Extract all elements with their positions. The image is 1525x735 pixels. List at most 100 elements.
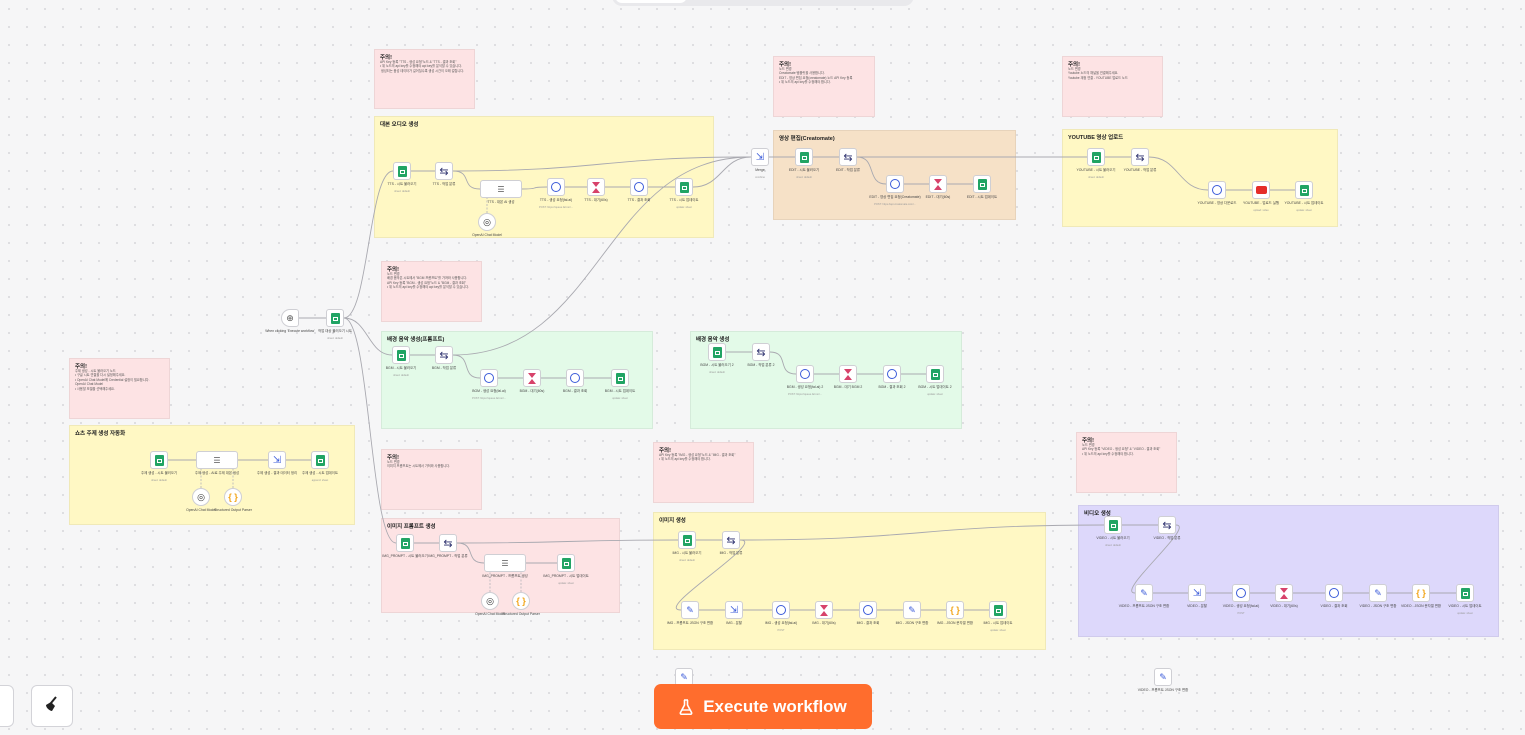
node-v1[interactable] xyxy=(1104,516,1122,534)
node-v8[interactable]: ✎ xyxy=(1369,584,1387,602)
execute-workflow-button[interactable]: Execute workflow xyxy=(654,684,872,729)
node-yt2[interactable]: ⇆ xyxy=(1131,148,1149,166)
node-v2[interactable]: ⇆ xyxy=(1158,516,1176,534)
node-tts4[interactable] xyxy=(547,178,565,196)
node-sh1[interactable] xyxy=(150,451,168,469)
node-label: IMG - 시트 업데이트 xyxy=(983,621,1013,625)
node-ip2[interactable]: ⇆ xyxy=(439,534,457,552)
node-bgmb1[interactable] xyxy=(708,343,726,361)
node-bgm1[interactable] xyxy=(392,346,410,364)
sticky-note-img-prompt[interactable]: 주의!노드 변경 이미지 프롬프트는 시트에서 가져와 사용합니다. xyxy=(381,449,482,510)
node-tts7[interactable] xyxy=(675,178,693,196)
http-request-icon xyxy=(634,182,644,192)
node-tts6[interactable] xyxy=(630,178,648,196)
node-img10[interactable] xyxy=(989,601,1007,619)
sheets-icon xyxy=(396,349,406,361)
node-ip1[interactable] xyxy=(396,534,414,552)
node-img9[interactable]: { } xyxy=(946,601,964,619)
node-bgmb4[interactable] xyxy=(839,365,857,383)
group-video[interactable]: 비디오 생성 xyxy=(1078,505,1499,637)
node-ed1[interactable] xyxy=(795,148,813,166)
node-tts3[interactable]: ☰ xyxy=(480,180,522,198)
node-bgmb5[interactable] xyxy=(883,365,901,383)
node-bgmb3[interactable] xyxy=(796,365,814,383)
node-bgm2[interactable]: ⇆ xyxy=(435,346,453,364)
node-yt3[interactable] xyxy=(1208,181,1226,199)
node-v7[interactable] xyxy=(1325,584,1343,602)
node-ip_parser[interactable]: { } xyxy=(512,592,530,610)
node-bgm6[interactable] xyxy=(611,369,629,387)
node-bgm5[interactable] xyxy=(566,369,584,387)
top-view-switcher[interactable] xyxy=(612,0,914,6)
node-tts_ai[interactable]: ◎ xyxy=(478,213,496,231)
edit-fields-icon: ✎ xyxy=(680,671,688,682)
node-trigger[interactable]: ⊕ xyxy=(281,309,299,327)
node-ed2[interactable]: ⇆ xyxy=(839,148,857,166)
node-tts5[interactable] xyxy=(587,178,605,196)
node-v9[interactable]: { } xyxy=(1412,584,1430,602)
node-v_extra[interactable]: ✎ xyxy=(1154,668,1172,686)
node-sh2[interactable]: ☰ xyxy=(196,451,238,469)
node-tts2[interactable]: ⇆ xyxy=(435,162,453,180)
node-img7[interactable] xyxy=(859,601,877,619)
node-label: VIDEO - 프롬프트 JSON 구조 변환 xyxy=(1137,688,1189,692)
node-ip3[interactable]: ☰ xyxy=(484,554,526,572)
node-img5[interactable] xyxy=(772,601,790,619)
node-img1[interactable] xyxy=(678,531,696,549)
node-bgm4[interactable] xyxy=(523,369,541,387)
node-ip_ai[interactable]: ◎ xyxy=(481,592,499,610)
node-img8[interactable]: ✎ xyxy=(903,601,921,619)
node-label: VIDEO - 결과 조회 xyxy=(1320,604,1348,608)
node-v10[interactable] xyxy=(1456,584,1474,602)
view-tab-active[interactable] xyxy=(615,0,687,3)
node-img4[interactable]: ⇲ xyxy=(725,601,743,619)
edit-fields-icon: ✎ xyxy=(1140,587,1148,598)
node-img6[interactable] xyxy=(815,601,833,619)
sticky-note-youtube-warning[interactable]: 주의!노드 변경 Youtube 노드의 채널을 연결해주세요. Youtube… xyxy=(1062,56,1163,117)
node-img2[interactable]: ⇆ xyxy=(722,531,740,549)
group-title: YOUTUBE 영상 업로드 xyxy=(1068,135,1124,141)
node-bgmb6[interactable] xyxy=(926,365,944,383)
node-tts1[interactable] xyxy=(393,162,411,180)
node-v4[interactable]: ⇲ xyxy=(1188,584,1206,602)
sticky-note-bgm-warning[interactable]: 주의!노드 변경 배경 음악은 시트에서 "BGM 프롬프트"를 가져와 사용합… xyxy=(381,261,482,322)
node-yt5[interactable] xyxy=(1295,181,1313,199)
node-label: VIDEO - 분할 xyxy=(1187,604,1207,608)
node-yt4[interactable] xyxy=(1252,181,1270,199)
node-bgmb2[interactable]: ⇆ xyxy=(752,343,770,361)
node-v6[interactable] xyxy=(1275,584,1293,602)
node-sh3[interactable]: ⇲ xyxy=(268,451,286,469)
sticky-note-edit-warning[interactable]: 주의!노드 변경 Creatomate 템플릿을 사용합니다. EDIT - 영… xyxy=(773,56,875,117)
group-tts[interactable]: 대본 오디오 생성 xyxy=(374,116,714,238)
node-sh4[interactable] xyxy=(311,451,329,469)
sticky-note-img-warning[interactable]: 주의!API Key 등록 "IMG - 생성 요청"노드 & "IMG - 결… xyxy=(653,442,754,503)
node-start_sheet[interactable] xyxy=(326,309,344,327)
group-bgm[interactable]: 배경 음악 생성 xyxy=(690,331,962,429)
node-merge[interactable]: ⇲ xyxy=(751,148,769,166)
group-title: 대본 오디오 생성 xyxy=(380,122,419,128)
sticky-note-shorts-warning[interactable]: 주의!주제 생성 - 시트 불러오기 노드 • 구글 시트 연결을 다시 설정해… xyxy=(69,358,170,419)
node-bgm3[interactable] xyxy=(480,369,498,387)
node-subtitle: POST xyxy=(1237,612,1245,615)
node-sh_parser[interactable]: { } xyxy=(224,488,242,506)
node-label: OpenAI Chat Model xyxy=(186,508,216,512)
sheets-icon xyxy=(993,604,1003,616)
node-v3[interactable]: ✎ xyxy=(1135,584,1153,602)
node-img3[interactable]: ✎ xyxy=(681,601,699,619)
node-sh_ai[interactable]: ◎ xyxy=(192,488,210,506)
sticky-note-video-warning[interactable]: 주의!노드 변경 API Key 등록 "VIDEO - 생성 요청" & "V… xyxy=(1076,432,1177,493)
node-ip4[interactable] xyxy=(557,554,575,572)
node-ed5[interactable] xyxy=(973,175,991,193)
node-subtitle: sheet: default xyxy=(393,374,409,377)
node-yt1[interactable] xyxy=(1087,148,1105,166)
tidy-up-button[interactable] xyxy=(31,685,73,727)
sticky-note-tts-warning[interactable]: 주의!API Key 등록 "TTS - 생성 요청"노드 & "TTS - 결… xyxy=(374,49,475,109)
zoom-fit-button[interactable]: ⤢ xyxy=(0,685,14,727)
node-subtitle: combine xyxy=(755,176,765,179)
node-label: IMG_PROMPT - 시트 불러오기 xyxy=(382,554,428,558)
node-v5[interactable] xyxy=(1232,584,1250,602)
group-shorts-topic[interactable]: 쇼츠 주제 생성 자동화 xyxy=(69,425,355,525)
node-ed4[interactable] xyxy=(929,175,947,193)
node-ed3[interactable] xyxy=(886,175,904,193)
